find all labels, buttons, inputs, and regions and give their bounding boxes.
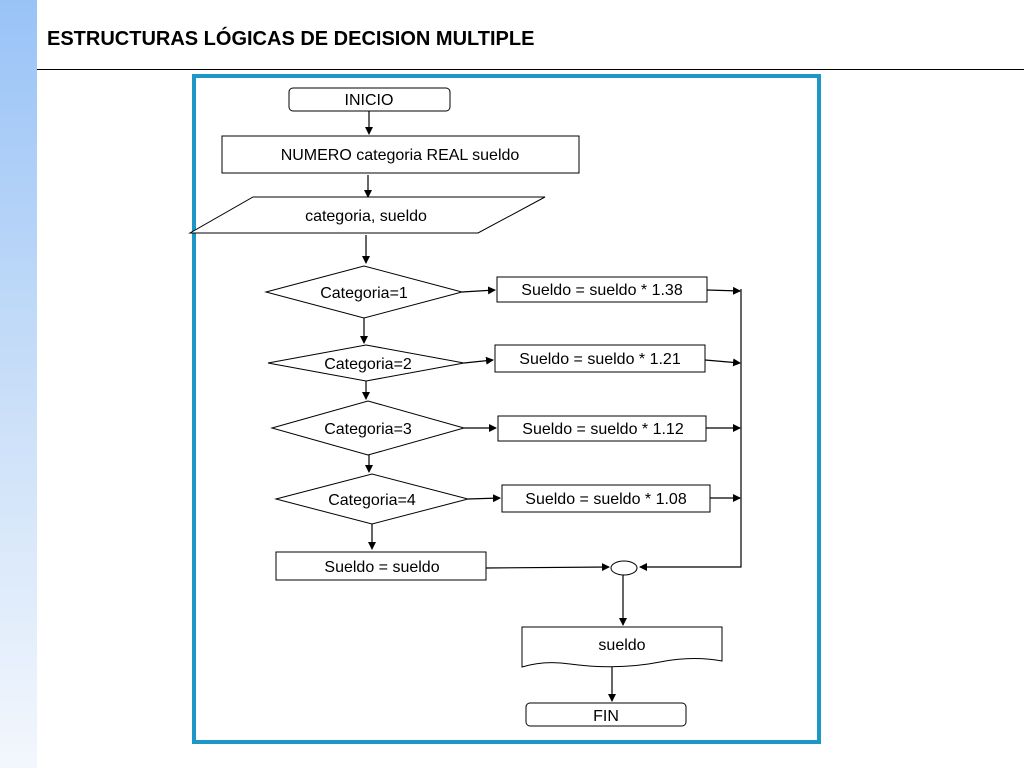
end-terminator [525,702,687,727]
action-box-2 [494,344,706,373]
input-parallelogram [188,196,546,234]
declaration-box [221,135,580,174]
declaration-label: NUMERO categoria REAL sueldo [281,147,520,164]
output-label: sueldo [598,637,645,654]
merge-connector-line [639,289,742,571]
start-label: INICIO [345,92,394,109]
action-label-1: Sueldo = sueldo * 1.38 [521,282,683,299]
flowchart-frame [192,74,821,744]
end-label: FIN [593,708,619,725]
action-label-4: Sueldo = sueldo * 1.08 [525,491,687,508]
connector-arrow [467,494,501,503]
action-label-2: Sueldo = sueldo * 1.21 [519,351,681,368]
action-box-3 [497,415,707,442]
default-action-label: Sueldo = sueldo [324,559,439,576]
side-accent-bar [0,0,37,768]
action-label-3: Sueldo = sueldo * 1.12 [522,421,684,438]
input-label: categoria, sueldo [305,208,427,225]
default-action-box [275,551,487,581]
decision-label-4: Categoria=4 [328,492,416,509]
slide-title: ESTRUCTURAS LÓGICAS DE DECISION MULTIPLE [47,28,535,50]
output-document [521,626,723,668]
action-box-1 [496,276,708,303]
decision-label-2: Categoria=2 [324,356,412,373]
connector-arrow [704,358,741,367]
title-divider [37,69,1024,70]
merge-connector [610,560,638,576]
decision-label-3: Categoria=3 [324,421,412,438]
action-box-4 [501,484,711,513]
connector-arrow [485,563,610,572]
decision-label-1: Categoria=1 [320,285,408,302]
connector-arrow [706,286,741,295]
connector-arrow [461,286,496,295]
connector-arrow [463,356,494,365]
